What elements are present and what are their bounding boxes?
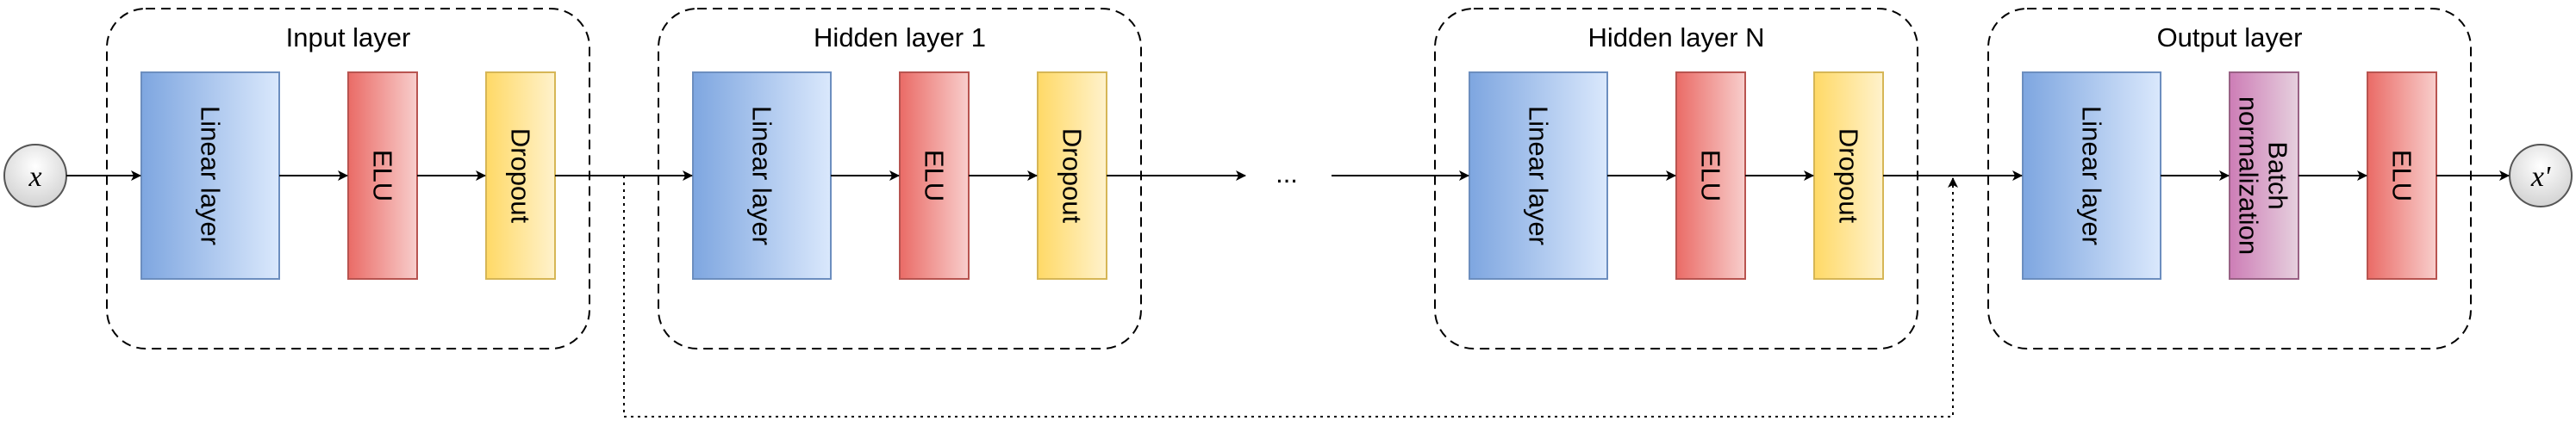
hidden1-dropout-block: Dropout bbox=[1037, 71, 1107, 280]
output-linear-block: Linear layer bbox=[2022, 71, 2161, 280]
output-node-label: x' bbox=[2530, 161, 2551, 193]
hidden1-dropout-label: Dropout bbox=[1057, 128, 1088, 224]
input-node-x: x bbox=[3, 144, 67, 207]
hiddenN-linear-label: Linear layer bbox=[1524, 106, 1554, 245]
output-elu-label: ELU bbox=[2387, 150, 2417, 201]
input-elu-label: ELU bbox=[368, 150, 398, 201]
input-linear-label: Linear layer bbox=[196, 106, 226, 245]
hiddenN-elu-block: ELU bbox=[1675, 71, 1746, 280]
input-node-label: x bbox=[28, 161, 41, 193]
input-elu-block: ELU bbox=[347, 71, 418, 280]
hiddenN-dropout-label: Dropout bbox=[1834, 128, 1864, 224]
group-input-title: Input layer bbox=[286, 22, 411, 53]
group-hidden1-title: Hidden layer 1 bbox=[814, 22, 986, 53]
hidden1-elu-label: ELU bbox=[920, 150, 950, 201]
output-batchnorm-block: Batch normalization bbox=[2229, 71, 2299, 280]
hidden1-linear-block: Linear layer bbox=[692, 71, 832, 280]
ellipsis: ... bbox=[1276, 158, 1298, 189]
output-batchnorm-label-line2: normalization bbox=[2234, 96, 2264, 255]
output-elu-block: ELU bbox=[2367, 71, 2437, 280]
group-output-layer: Output layer bbox=[1987, 8, 2472, 349]
skip-connection bbox=[623, 176, 1958, 418]
output-node-x-prime: x' bbox=[2509, 144, 2573, 207]
input-dropout-label: Dropout bbox=[506, 128, 536, 224]
group-hidden-layer-1: Hidden layer 1 bbox=[658, 8, 1142, 349]
group-output-title: Output layer bbox=[2157, 22, 2303, 53]
group-hidden-layer-n: Hidden layer N bbox=[1434, 8, 1918, 349]
hiddenN-elu-label: ELU bbox=[1696, 150, 1726, 201]
group-input-layer: Input layer bbox=[106, 8, 590, 349]
hidden1-linear-label: Linear layer bbox=[747, 106, 777, 245]
output-batchnorm-label-line1: Batch bbox=[2263, 141, 2293, 209]
group-hiddenN-title: Hidden layer N bbox=[1587, 22, 1764, 53]
hidden1-elu-block: ELU bbox=[899, 71, 970, 280]
input-linear-block: Linear layer bbox=[140, 71, 280, 280]
hiddenN-dropout-block: Dropout bbox=[1813, 71, 1884, 280]
output-linear-label: Linear layer bbox=[2077, 106, 2107, 245]
input-dropout-block: Dropout bbox=[485, 71, 556, 280]
hiddenN-linear-block: Linear layer bbox=[1469, 71, 1608, 280]
